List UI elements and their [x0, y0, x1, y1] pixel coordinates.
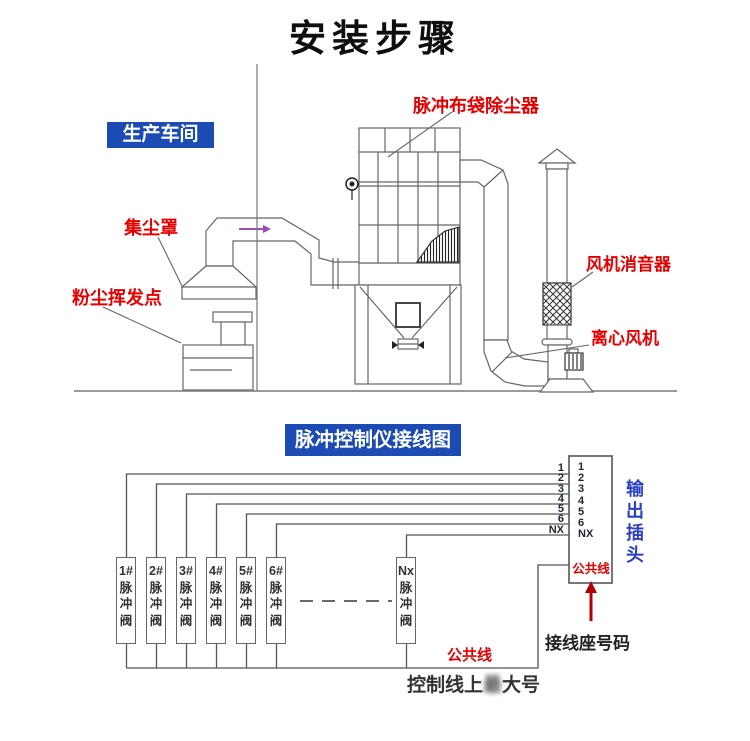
hopper-support: [354, 284, 462, 385]
suction-duct: [180, 217, 361, 300]
label-centrifugal-fan: 离心风机: [591, 329, 659, 348]
outlet-duct: [459, 159, 549, 387]
wire-label: 3: [557, 482, 564, 495]
stack-and-fan: [537, 148, 595, 393]
control-line-note: 控制线上最大号: [407, 670, 540, 697]
valve-box-6: 6#脉冲阀: [266, 557, 286, 644]
note-suffix: 大号: [502, 675, 541, 696]
label-dust-collector: 脉冲布袋除尘器: [413, 96, 539, 116]
terminal-number: 3: [578, 483, 585, 496]
terminal-number: NX: [578, 528, 594, 541]
terminal-numbers: 1 2 3 4 5 6 NX: [578, 461, 608, 541]
output-plug-label: 输出插头: [624, 479, 644, 567]
terminal-number: 4: [578, 494, 585, 507]
wiring-header: 脉冲控制仪接线图: [285, 424, 461, 456]
valve-box-2: 2#脉冲阀: [146, 557, 166, 644]
terminal-number: 6: [578, 517, 585, 530]
dust-source-table: [182, 311, 254, 391]
terminal-seat-note: 接线座号码: [545, 634, 630, 653]
valve-box-4: 4#脉冲阀: [206, 557, 226, 644]
wire-label: 4: [557, 492, 564, 505]
label-dust-source: 粉尘挥发点: [72, 288, 162, 308]
common-bus-line: [126, 564, 569, 669]
up-arrow-icon: [585, 581, 597, 621]
wire-label: 5: [557, 503, 564, 516]
label-fan-muffler: 风机消音器: [586, 255, 671, 274]
wiring-linework: [125, 455, 613, 669]
terminal-block-outline: [568, 455, 613, 584]
note-prefix: 控制线上: [407, 675, 484, 696]
valve-box-nx: Nx脉冲阀: [396, 557, 416, 644]
valve-box-3: 3#脉冲阀: [176, 557, 196, 644]
wire-label: 6: [557, 513, 564, 526]
wire-number-labels: 1 2 3 4 5 6 NX: [536, 462, 564, 536]
page-title: 安装步骤: [289, 18, 461, 59]
common-line-label-bus: 公共线: [447, 647, 493, 664]
workshop-label: 生产车间: [107, 122, 214, 148]
leader-lines: [102, 111, 594, 359]
common-line-label-inside: 公共线: [572, 562, 610, 576]
label-dust-hood: 集尘罩: [124, 218, 178, 238]
note-blurred-char: 最: [483, 675, 503, 696]
flow-arrow-icon: [239, 225, 271, 233]
terminal-number: 2: [578, 472, 585, 485]
workshop-drawing: [74, 64, 677, 393]
terminal-number: 5: [578, 505, 585, 518]
valve-box-1: 1#脉冲阀: [116, 557, 136, 644]
terminal-number: 1: [578, 461, 585, 473]
wire-label: 2: [557, 472, 564, 485]
baghouse-body: [358, 127, 461, 286]
pulse-blower: [345, 177, 359, 200]
wire-label: 1: [557, 462, 564, 474]
valve-box-5: 5#脉冲阀: [236, 557, 256, 644]
wire-label: NX: [548, 523, 564, 536]
